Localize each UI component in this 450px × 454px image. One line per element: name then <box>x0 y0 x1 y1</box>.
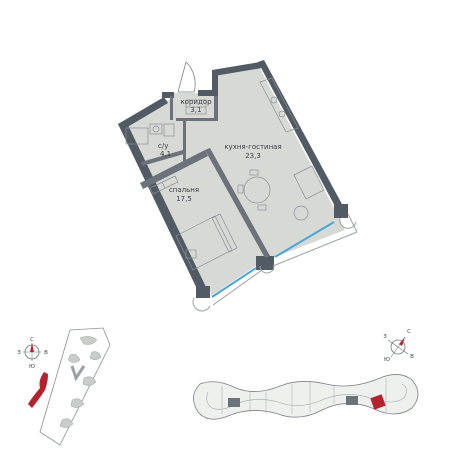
site-highlight-building <box>28 372 48 408</box>
coffee-table <box>293 205 309 221</box>
glazing <box>211 221 335 298</box>
toilet <box>163 123 175 137</box>
entrance-door <box>177 61 196 93</box>
armchair <box>293 165 325 200</box>
compass-right-north: С <box>407 329 411 335</box>
room-area-corridor: 3,1 <box>190 106 201 114</box>
dining-table <box>243 176 271 204</box>
room-name-bathroom: с/у <box>158 142 168 150</box>
room-area-bathroom: 4,1 <box>160 150 171 158</box>
compass-right-west: З <box>383 334 387 340</box>
interior-partitions <box>140 96 270 258</box>
floor-key-highlight <box>370 394 386 410</box>
compass-left-south: Ю <box>29 364 35 370</box>
compass-left-west: З <box>17 350 21 356</box>
outer-walls <box>118 60 348 298</box>
bed <box>175 215 233 271</box>
compass-right-south: Ю <box>384 357 390 363</box>
site-map <box>28 327 111 446</box>
room-area-kitchen: 23,3 <box>245 152 261 160</box>
apartment-plan: коридор 3,1 с/у 4,1 кухня-гостиная 23,3 … <box>118 60 358 312</box>
balcony-outline <box>192 213 358 312</box>
room-name-kitchen: кухня-гостиная <box>224 143 281 151</box>
bathtub <box>125 127 149 145</box>
compass-right-east: В <box>410 354 414 360</box>
room-area-bedroom: 17,5 <box>176 195 192 203</box>
compass-left-north: С <box>30 337 34 343</box>
room-name-corridor: коридор <box>180 98 212 106</box>
compass-left: С Ю З В <box>17 337 48 370</box>
apartment-floor <box>121 65 345 296</box>
room-labels: коридор 3,1 с/у 4,1 кухня-гостиная 23,3 … <box>158 98 282 203</box>
kitchen-counter <box>259 77 299 133</box>
furniture <box>125 77 325 271</box>
room-name-bedroom: спальня <box>169 186 199 194</box>
washbasin <box>149 123 163 135</box>
floor-key-plan <box>193 374 419 420</box>
compass-left-east: В <box>44 350 48 356</box>
compass-right: С Ю З В <box>383 329 414 363</box>
